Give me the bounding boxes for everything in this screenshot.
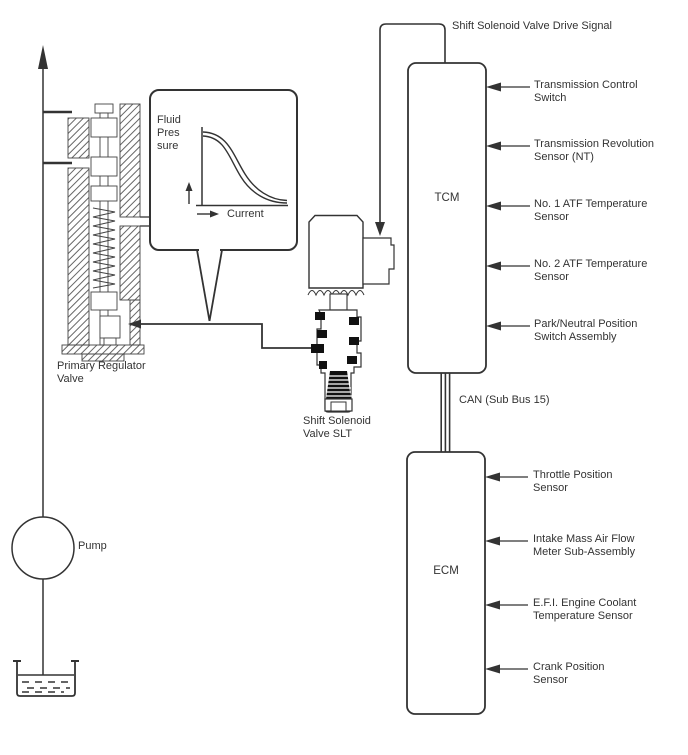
input-arrow-icon	[485, 664, 528, 674]
graph-xlabel: Current	[227, 208, 264, 220]
arrow-down-icon	[375, 222, 385, 236]
input-arrow-icon	[486, 141, 530, 151]
ecm-input-label: Intake Mass Air Flow Meter Sub-Assembly	[533, 533, 636, 558]
can-bus-label: CAN (Sub Bus 15)	[459, 394, 550, 406]
hydraulic-supply-line	[38, 45, 72, 675]
oil-pan-symbol	[13, 660, 79, 697]
solenoid-to-valve-line	[128, 319, 316, 349]
ecm-input-arrows	[485, 472, 528, 674]
arrow-left-icon	[128, 319, 141, 329]
primary-regulator-valve-label: Primary Regulator Valve	[57, 360, 146, 385]
tcm-input-label: Transmission Control Switch	[534, 79, 638, 104]
tcm-input-arrows	[486, 82, 530, 331]
callout-bubble	[149, 89, 298, 322]
ecm-input-label: Throttle Position Sensor	[533, 469, 613, 494]
solenoid-seal-bands	[311, 312, 359, 369]
input-arrow-icon	[485, 536, 528, 546]
tcm-box	[407, 62, 487, 374]
shift-solenoid-valve-label: Shift Solenoid Valve SLT	[303, 415, 371, 440]
ecm-input-label: Crank Position Sensor	[533, 661, 605, 686]
ecm-label: ECM	[433, 565, 459, 577]
tcm-input-label: No. 1 ATF Temperature Sensor	[534, 198, 648, 223]
pump-label: Pump	[78, 540, 107, 552]
graph-ylabel: Fluid Pres sure	[157, 114, 181, 152]
pump-symbol	[11, 516, 75, 580]
input-arrow-icon	[486, 201, 530, 211]
ecm-box	[406, 451, 486, 715]
ecm-input-label: E.F.I. Engine Coolant Temperature Sensor	[533, 597, 637, 622]
drive-signal-label: Shift Solenoid Valve Drive Signal	[452, 20, 612, 32]
pressure-current-graph	[185, 127, 288, 218]
tcm-label: TCM	[434, 192, 460, 204]
tcm-input-label: Transmission Revolution Sensor (NT)	[534, 138, 655, 163]
solenoid-spring-coils	[326, 375, 352, 397]
input-arrow-icon	[485, 600, 528, 610]
drive-signal-line	[375, 23, 446, 236]
input-arrow-icon	[485, 472, 528, 482]
input-arrow-icon	[486, 321, 530, 331]
input-arrow-icon	[486, 261, 530, 271]
shift-solenoid-valve-drawing	[307, 214, 395, 413]
primary-regulator-valve-drawing	[61, 103, 153, 362]
can-bus-lines	[440, 373, 451, 452]
tcm-input-label: No. 2 ATF Temperature Sensor	[534, 258, 648, 283]
flow-arrow-up-icon	[38, 45, 48, 69]
y-axis-arrow-icon	[185, 182, 193, 191]
tcm-input-label: Park/Neutral Position Switch Assembly	[534, 318, 638, 343]
x-axis-arrow-icon	[210, 210, 219, 218]
input-arrow-icon	[486, 82, 530, 92]
